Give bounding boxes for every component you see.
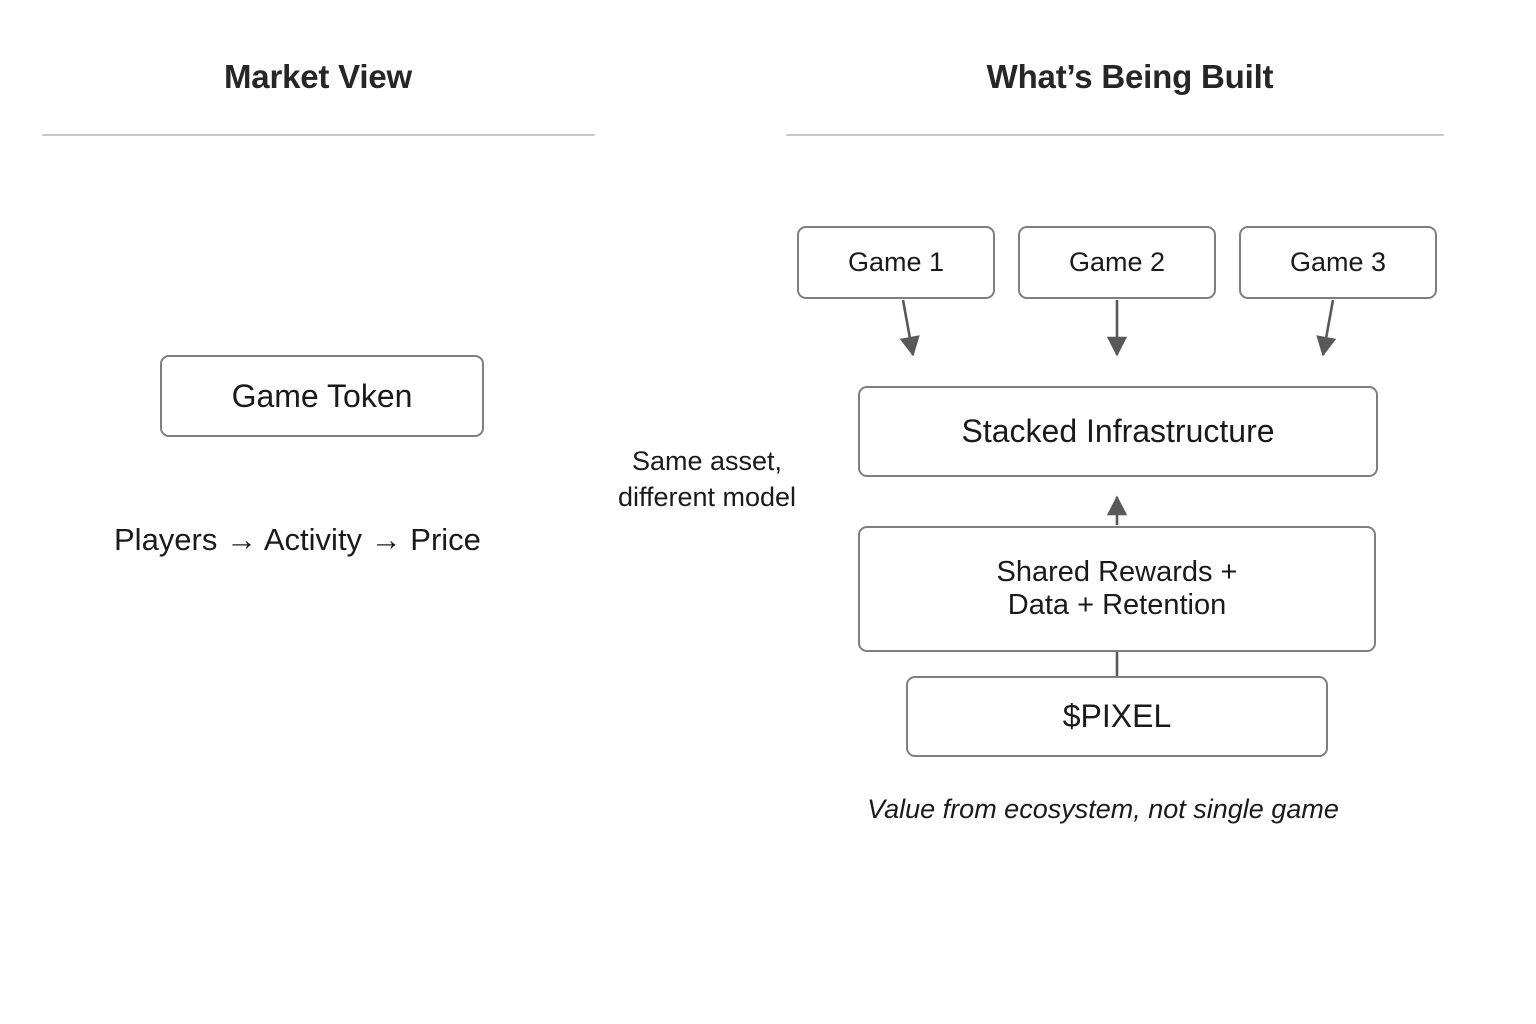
stacked-infrastructure-box[interactable]: Stacked Infrastructure — [858, 386, 1378, 477]
game-1-box[interactable]: Game 1 — [797, 226, 995, 299]
game-token-box[interactable]: Game Token — [160, 355, 484, 437]
left-column-divider — [42, 134, 595, 136]
stacked-infrastructure-label: Stacked Infrastructure — [961, 413, 1275, 450]
game-3-box[interactable]: Game 3 — [1239, 226, 1437, 299]
left-column-title: Market View — [224, 58, 412, 95]
pixel-token-label: $PIXEL — [1062, 698, 1172, 735]
same-asset-note-line1: Same asset, — [631, 446, 783, 476]
shared-rewards-label-line2: Data + Retention — [1007, 589, 1227, 621]
shared-rewards-label-line1: Shared Rewards + — [996, 555, 1238, 588]
game-token-label: Game Token — [231, 377, 413, 414]
arrow-game3-to-stack — [1316, 299, 1337, 357]
pixel-token-box[interactable]: $PIXEL — [906, 676, 1328, 757]
game-2-box[interactable]: Game 2 — [1018, 226, 1216, 299]
shared-rewards-box[interactable]: Shared Rewards + Data + Retention — [858, 526, 1376, 652]
market-flow-text: Players → Activity → Price — [114, 522, 481, 557]
right-column-divider — [786, 134, 1444, 136]
game-2-label: Game 2 — [1068, 247, 1166, 278]
game-1-label: Game 1 — [847, 247, 945, 278]
arrow-game1-to-stack — [899, 299, 920, 357]
game-3-label: Game 3 — [1289, 247, 1387, 278]
same-asset-note-line2: different model — [617, 482, 797, 513]
same-asset-note: Same asset, different model — [567, 443, 847, 515]
ecosystem-caption: Value from ecosystem, not single game — [867, 794, 1339, 824]
right-column-title: What’s Being Built — [986, 58, 1274, 95]
